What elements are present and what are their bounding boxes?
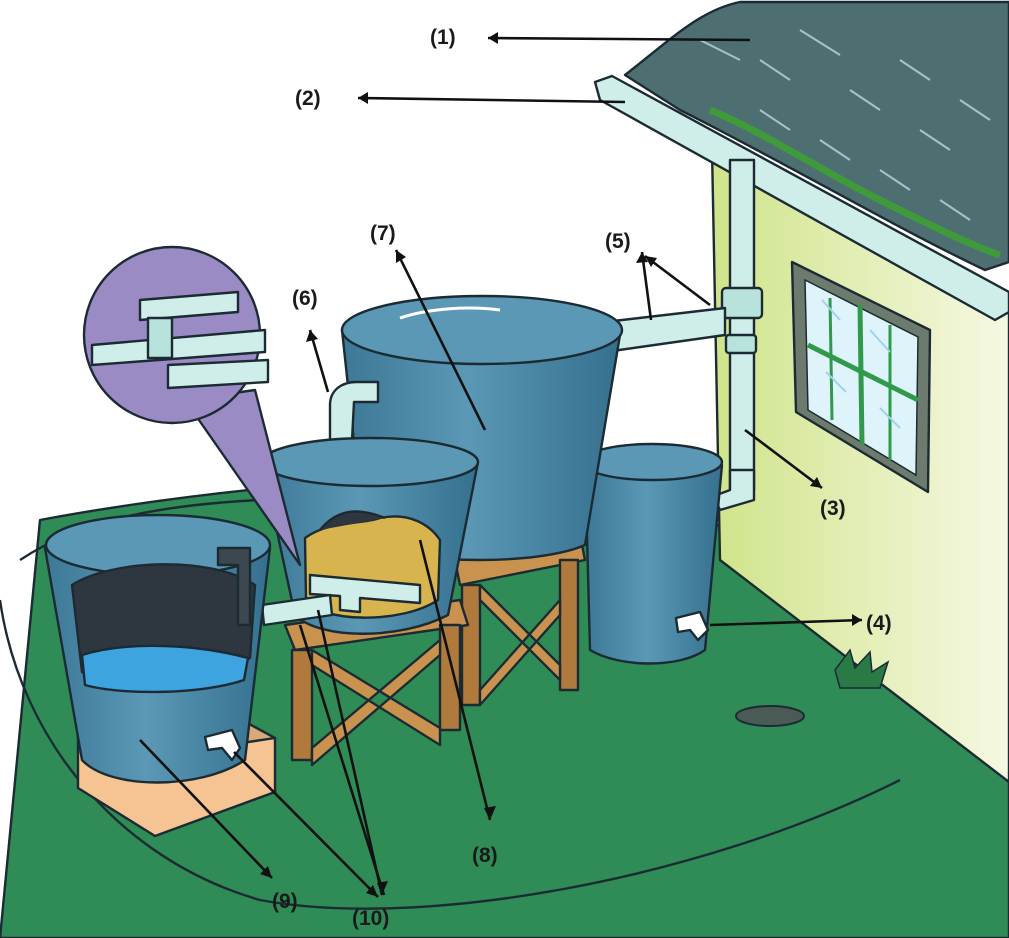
storage-tank-left [45, 515, 270, 783]
stored-water [82, 646, 248, 692]
label-8-filter-tank: (8) [472, 844, 498, 867]
label-5-pipes: (5) [605, 230, 631, 253]
label-10-pipes-taps: (10) [352, 907, 389, 930]
label-7-large-tank: (7) [370, 222, 396, 245]
label-9-storage-tank: (9) [272, 890, 298, 913]
label-1-roof: (1) [430, 26, 456, 49]
label-2-gutter: (2) [295, 87, 321, 110]
storage-tank-right [582, 444, 722, 664]
rock [736, 706, 804, 726]
label-4-tap: (4) [866, 612, 892, 635]
label-3-downpipe: (3) [820, 497, 846, 520]
label-6-overflow: (6) [292, 287, 318, 310]
